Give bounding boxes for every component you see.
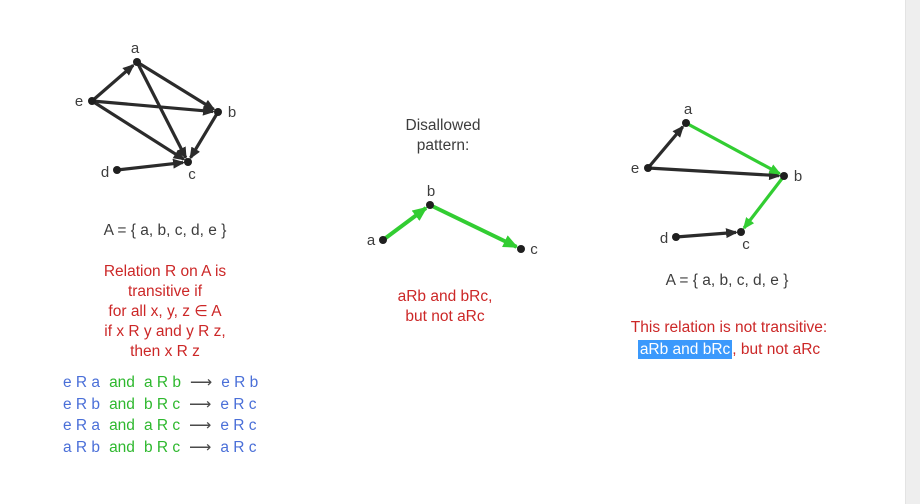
edge-a-to-b xyxy=(136,60,216,111)
caption-line: aRb and bRc, xyxy=(397,288,493,305)
caption-line-1: This relation is not transitive: xyxy=(630,319,828,336)
node-label-c: c xyxy=(530,241,538,258)
premise-1: e R b xyxy=(63,395,101,413)
node-a xyxy=(682,119,690,127)
premise-1: e R a xyxy=(63,374,101,391)
edge-e-to-a xyxy=(646,125,685,170)
conclusion: e R c xyxy=(220,395,257,413)
premise-2: a R b xyxy=(143,374,181,391)
edge-e-to-b xyxy=(647,166,782,181)
implication-row: e R b and b R c ⟶ e R c xyxy=(63,394,258,416)
implies-arrow: ⟶ xyxy=(189,417,212,434)
edge-d-to-c xyxy=(116,158,186,172)
node-d xyxy=(672,233,680,241)
node-label-d: d xyxy=(101,164,109,181)
edge-b-to-c xyxy=(742,175,786,230)
node-e xyxy=(644,164,652,172)
node-label-c: c xyxy=(742,236,750,253)
node-label-b: b xyxy=(794,168,802,185)
edge-e-to-c xyxy=(91,99,186,161)
node-b xyxy=(214,108,222,116)
implication-row: a R b and b R c ⟶ a R c xyxy=(63,437,258,459)
implies-arrow: ⟶ xyxy=(190,374,213,391)
implication-row: e R a and a R b ⟶ e R b xyxy=(63,372,258,394)
definition-line: then x R z xyxy=(130,343,200,360)
title-line: pattern: xyxy=(416,137,470,154)
selected-text: aRb and bRc xyxy=(637,340,733,359)
title-line: Disallowed xyxy=(405,117,481,134)
edge-a-to-b xyxy=(381,206,428,242)
node-b xyxy=(780,172,788,180)
node-a xyxy=(133,58,141,66)
node-label-e: e xyxy=(75,93,83,110)
node-b xyxy=(426,201,434,209)
disallowed-pattern-graph: a b c xyxy=(367,183,538,258)
edge-a-to-b xyxy=(685,121,782,176)
node-label-a: a xyxy=(131,40,140,57)
conjunction: and xyxy=(109,395,135,413)
node-c xyxy=(737,228,745,236)
conjunction: and xyxy=(109,417,135,434)
disallowed-pattern-title: Disallowed pattern: xyxy=(383,116,503,156)
node-label-e: e xyxy=(631,160,639,177)
node-label-b: b xyxy=(228,104,236,121)
definition-line: Relation R on A is xyxy=(103,263,227,280)
premise-2: a R c xyxy=(143,417,181,434)
conjunction: and xyxy=(109,438,135,456)
caption-line: but not aRc xyxy=(405,308,485,325)
disallowed-pattern-caption: aRb and bRc, but not aRc xyxy=(370,287,520,327)
edge-e-to-b xyxy=(91,99,216,116)
node-a xyxy=(379,236,387,244)
node-label-a: a xyxy=(367,232,376,249)
premise-2: b R c xyxy=(143,438,181,456)
caption-line-2: aRb and bRc, but not aRc xyxy=(598,339,860,361)
left-relation-graph: a e b c d xyxy=(75,40,236,183)
node-d xyxy=(113,166,121,174)
node-label-c: c xyxy=(188,166,196,183)
scrollbar-track[interactable] xyxy=(905,0,920,504)
edge-a-to-c xyxy=(135,61,188,160)
implies-arrow: ⟶ xyxy=(189,395,212,413)
premise-1: a R b xyxy=(63,438,101,456)
conclusion: e R c xyxy=(220,417,257,434)
node-e xyxy=(88,97,96,105)
edge-b-to-c xyxy=(189,111,220,160)
implies-arrow: ⟶ xyxy=(189,438,212,456)
node-c xyxy=(517,245,525,253)
conclusion: a R c xyxy=(220,438,257,456)
node-label-a: a xyxy=(684,101,693,118)
node-label-d: d xyxy=(660,230,668,247)
caption-rest: , but not aRc xyxy=(732,341,821,358)
conclusion: e R b xyxy=(221,374,259,391)
edge-d-to-c xyxy=(675,228,739,239)
premise-1: e R a xyxy=(63,417,101,434)
definition-line: for all x, y, z ∈ A xyxy=(108,303,222,320)
premise-2: b R c xyxy=(143,395,181,413)
node-label-b: b xyxy=(427,183,435,200)
implication-row: e R a and a R c ⟶ e R c xyxy=(63,415,258,437)
right-relation-graph: a e b c d xyxy=(631,101,802,253)
edge-e-to-a xyxy=(90,63,135,103)
not-transitive-caption: This relation is not transitive: aRb and… xyxy=(598,317,860,361)
conjunction: and xyxy=(109,374,135,391)
definition-line: if x R y and y R z, xyxy=(104,323,226,340)
definition-line: transitive if xyxy=(127,283,203,300)
edge-b-to-c xyxy=(429,203,519,249)
left-set-definition: A = { a, b, c, d, e } xyxy=(103,222,227,239)
right-set-definition: A = { a, b, c, d, e } xyxy=(665,272,789,289)
node-c xyxy=(184,158,192,166)
transitive-definition: Relation R on A is transitive if for all… xyxy=(55,262,275,362)
